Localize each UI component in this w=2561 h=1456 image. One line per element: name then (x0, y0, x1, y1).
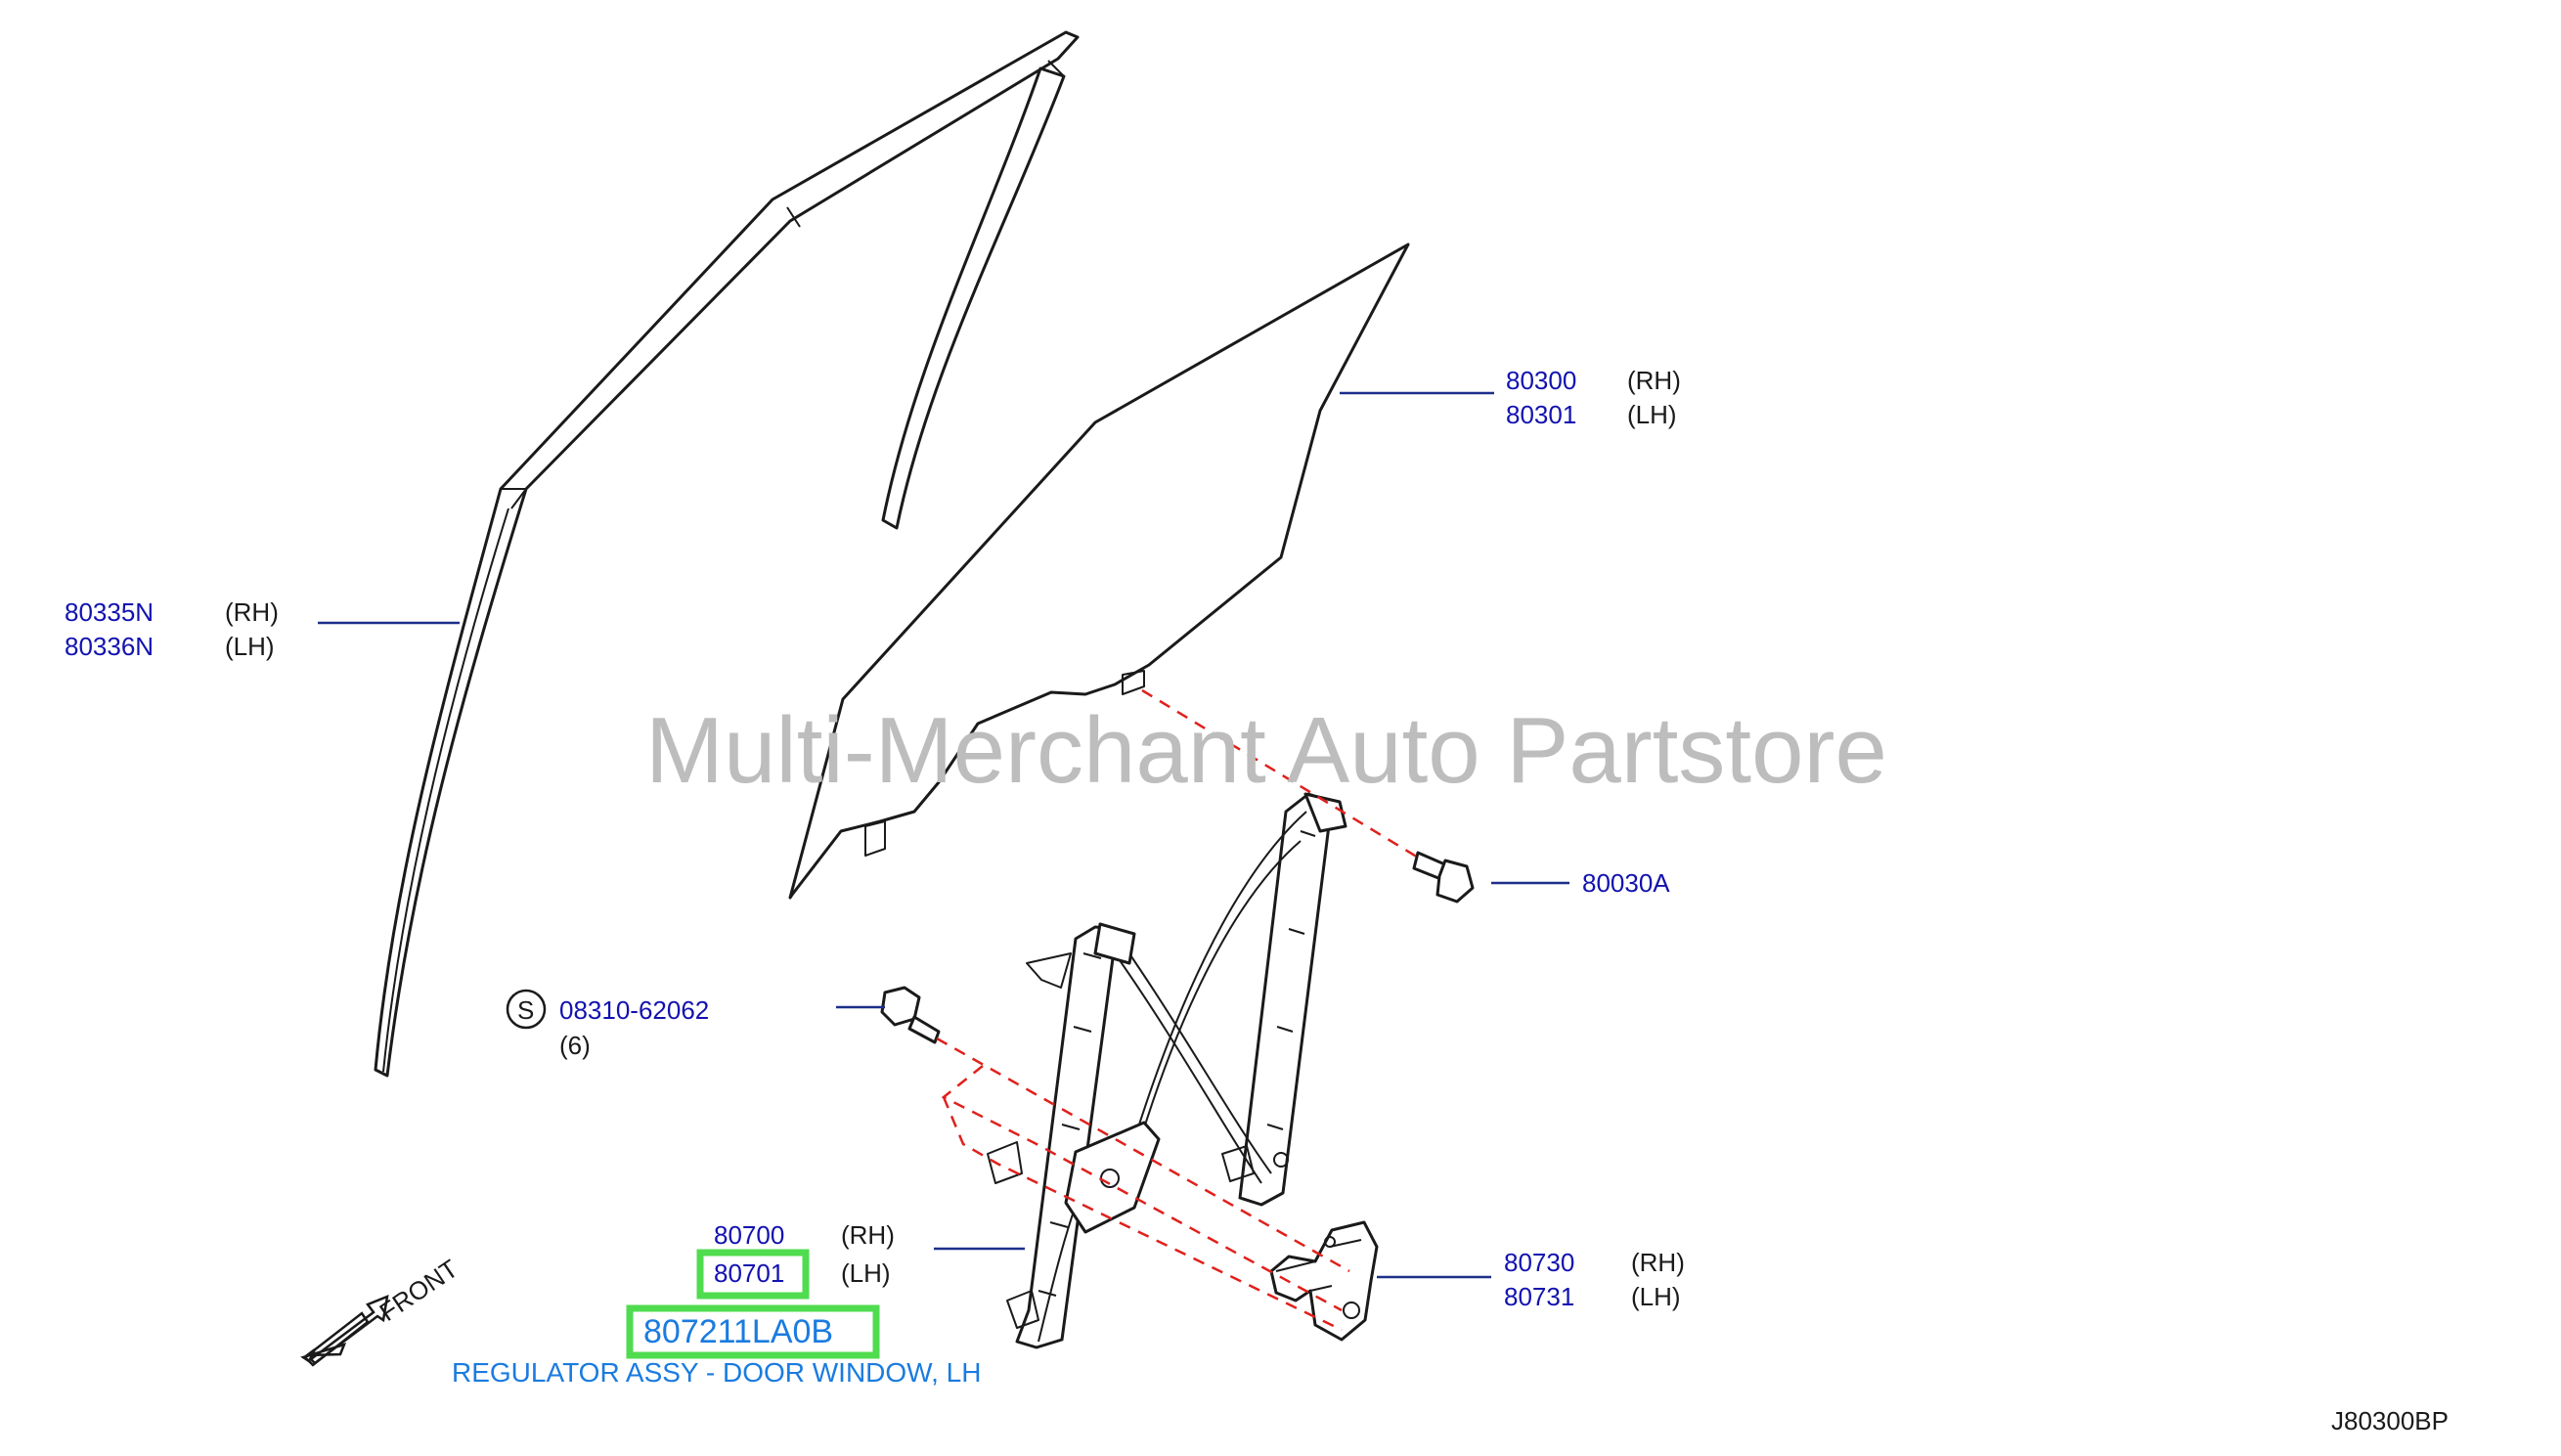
standard-part-symbol-label: S (517, 995, 534, 1025)
regulator-side-lh: (LH) (841, 1258, 891, 1288)
regulator-part-rh[interactable]: 80700 (714, 1220, 784, 1250)
callout-bolt[interactable]: 80030A (1582, 868, 1670, 898)
callout-motor[interactable]: 80730 (RH) 80731 (LH) (1504, 1248, 1685, 1311)
diagram-code: J80300BP (2331, 1406, 2449, 1435)
screw-drawing (880, 986, 941, 1044)
regulator-side-rh: (RH) (841, 1220, 895, 1250)
window-motor-drawing (1269, 1220, 1379, 1342)
motor-part-rh[interactable]: 80730 (1504, 1248, 1574, 1277)
callout-glass[interactable]: 80300 (RH) 80301 (LH) (1506, 366, 1681, 429)
callout-screw[interactable]: S 08310-62062 (6) (506, 989, 709, 1060)
leader-lines (318, 391, 1569, 1279)
door-glass-drawing (788, 243, 1410, 900)
glass-side-rh: (RH) (1627, 366, 1681, 395)
motor-side-rh: (RH) (1631, 1248, 1685, 1277)
glass-part-lh[interactable]: 80301 (1506, 400, 1576, 429)
screw-qty: (6) (559, 1031, 591, 1060)
sash-side-lh: (LH) (225, 632, 275, 661)
regulator-part-lh[interactable]: 80701 (714, 1258, 784, 1288)
assembly-lines (936, 688, 1421, 1332)
callout-sash[interactable]: 80335N (RH) 80336N (LH) (65, 597, 279, 661)
front-arrow-icon (300, 1295, 389, 1365)
bolt-part[interactable]: 80030A (1582, 868, 1670, 898)
sash-part-lh[interactable]: 80336N (65, 632, 154, 661)
glass-side-lh: (LH) (1627, 400, 1677, 429)
window-regulator-drawing (987, 792, 1347, 1349)
motor-part-lh[interactable]: 80731 (1504, 1282, 1574, 1311)
sash-part-rh[interactable]: 80335N (65, 597, 154, 627)
motor-side-lh: (LH) (1631, 1282, 1681, 1311)
oem-part-number[interactable]: 807211LA0B (643, 1313, 833, 1350)
watermark-text: Multi-Merchant Auto Partstore (645, 698, 1887, 803)
oem-number-highlight (626, 1304, 880, 1359)
glass-part-rh[interactable]: 80300 (1506, 366, 1576, 395)
bolt-drawing (1412, 851, 1475, 904)
door-sash-drawing (374, 30, 1080, 1078)
front-indicator: FRONT (300, 1254, 464, 1367)
sash-side-rh: (RH) (225, 597, 279, 627)
front-label: FRONT (375, 1254, 464, 1327)
regulator-description: REGULATOR ASSY - DOOR WINDOW, LH (452, 1357, 981, 1388)
screw-part[interactable]: 08310-62062 (559, 995, 709, 1025)
callout-regulator[interactable]: 80700 (RH) 80701 (LH) 807211LA0B REGULAT… (452, 1220, 981, 1388)
standard-part-symbol (506, 989, 547, 1030)
regulator-lh-highlight (696, 1249, 810, 1300)
